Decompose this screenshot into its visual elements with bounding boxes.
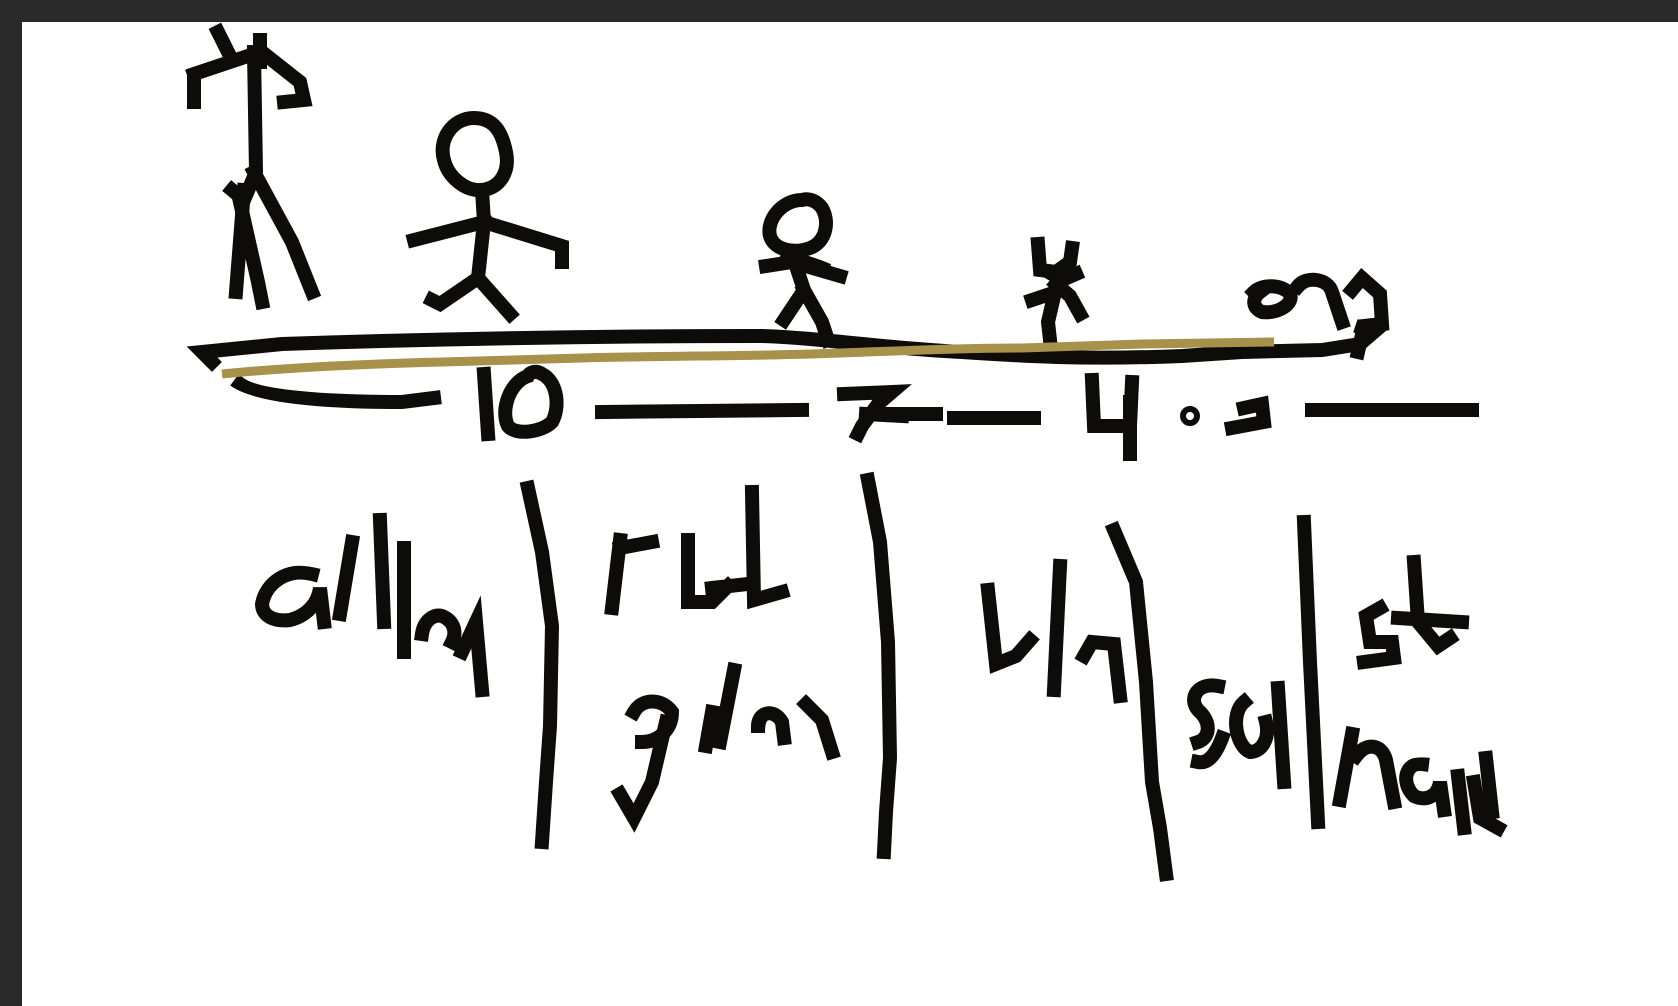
drawing-canvas[interactable]	[22, 22, 1678, 1006]
decimal-point	[1180, 406, 1200, 426]
divider-1	[519, 479, 560, 850]
number-10-zero	[498, 364, 564, 439]
stick-figure-3	[758, 192, 849, 349]
word-bla	[980, 558, 1128, 704]
word-mark	[1331, 725, 1508, 838]
word-st	[1356, 554, 1470, 670]
ink-layer	[185, 22, 1508, 882]
stick-figure-2	[405, 110, 569, 324]
number-10-one	[476, 366, 496, 442]
divider-4	[1296, 514, 1326, 830]
divider-2	[859, 471, 898, 860]
dash-2	[594, 402, 810, 420]
dash-1	[230, 374, 442, 410]
word-green	[610, 661, 841, 833]
ground-line	[186, 319, 1388, 372]
word-sol	[1187, 678, 1292, 790]
highlight-stroke	[221, 337, 1275, 379]
word-red	[604, 484, 791, 616]
number-5	[1223, 395, 1272, 437]
divider-3	[1104, 520, 1174, 882]
stick-figure-4	[1023, 236, 1090, 348]
stick-figure-1	[185, 22, 322, 311]
number-4	[1084, 372, 1140, 461]
number-7	[836, 384, 912, 444]
word-alley	[254, 512, 490, 698]
